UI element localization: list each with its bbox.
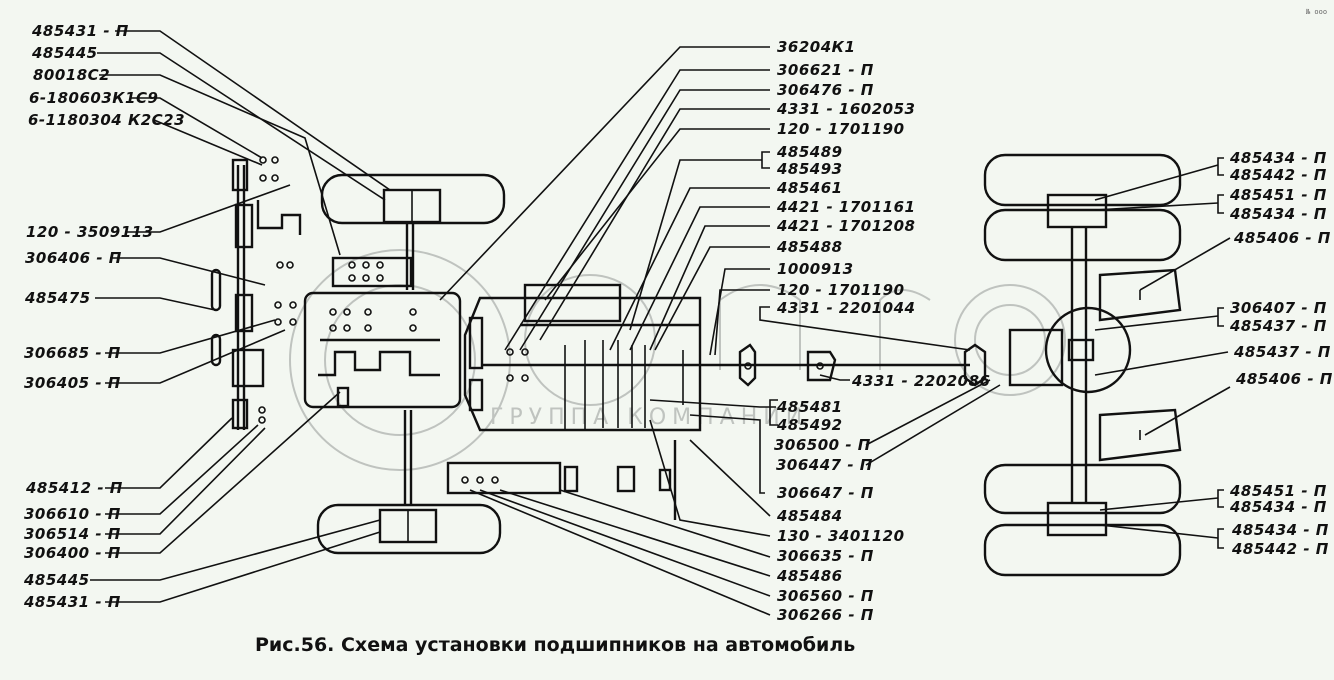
pulley-stack (210, 156, 302, 430)
watermark-text: ГРУППА КОМПАНИЙ (490, 404, 808, 430)
label: 306266 - П (777, 606, 874, 624)
label-brackets (761, 151, 1224, 549)
label: 306406 - П (25, 249, 122, 267)
shaft-supports (738, 343, 987, 387)
labels-center-bottom: 306647 - П 485484 130 - 3401120 306635 -… (776, 484, 905, 624)
label: 36204К1 (777, 38, 855, 56)
label: 306476 - П (777, 81, 874, 99)
label: 485406 - П (1235, 370, 1333, 388)
label: 120 - 1701190 (777, 281, 905, 299)
engine-block (303, 256, 462, 409)
label: 485437 - П (1233, 343, 1331, 361)
label: 485437 - П (1229, 317, 1327, 335)
leader-lines (90, 30, 1231, 616)
label: 4331 - 1602053 (776, 100, 915, 118)
label: 6-1180304 К2С23 (28, 111, 185, 129)
labels-center-top: 36204К1 306621 - П 306476 - П 4331 - 160… (776, 38, 915, 317)
labels-center-mid: 4331 - 2202086 485481 485492 306500 - П … (774, 372, 990, 474)
gearbox (463, 283, 970, 432)
label: 485475 (24, 289, 91, 307)
label: 80018С2 (33, 66, 110, 84)
watermark: ГРУППА КОМПАНИЙ (289, 249, 1066, 471)
label: 4421 - 1701161 (776, 198, 915, 216)
label: 6-180603К1С9 (29, 89, 158, 107)
label: 4331 - 2202086 (851, 372, 990, 390)
label: 485486 (776, 567, 843, 585)
label: 306400 - П (24, 544, 121, 562)
label: 306635 - П (777, 547, 874, 565)
label: 130 - 3401120 (777, 527, 905, 545)
labels-left: 485431 - П 485445 80018С2 6-180603К1С9 6… (23, 22, 185, 611)
label: 485445 (23, 571, 90, 589)
label: 306514 - П (24, 525, 121, 543)
label: 120 - 3509113 (26, 223, 154, 241)
label: 485493 (776, 160, 843, 178)
label: 306500 - П (774, 436, 871, 454)
label: 485461 (776, 179, 843, 197)
label: 485431 - П (31, 22, 129, 40)
label: 4331 - 2201044 (776, 299, 915, 317)
label: 485412 - П (25, 479, 123, 497)
label: 306685 - П (24, 344, 121, 362)
label: 485442 - П (1231, 540, 1329, 558)
label: 485481 (776, 398, 843, 416)
label: 1000913 (777, 260, 854, 278)
label: 485451 - П (1229, 186, 1327, 204)
label: 485489 (776, 143, 843, 161)
label: 306447 - П (776, 456, 873, 474)
label: 485488 (776, 238, 843, 256)
label: 485434 - П (1231, 521, 1329, 539)
label: 485492 (776, 416, 843, 434)
label: 485445 (31, 44, 98, 62)
rear-axle (983, 153, 1182, 577)
label: 120 - 1701190 (777, 120, 905, 138)
front-wheel-top (320, 173, 506, 290)
label: 306407 - П (1230, 299, 1327, 317)
label: 485434 - П (1229, 149, 1327, 167)
label: 485442 - П (1229, 166, 1327, 184)
label: 306560 - П (777, 587, 874, 605)
label: 306621 - П (777, 61, 874, 79)
label: 485484 (776, 507, 843, 525)
figure-caption: Рис.56. Схема установки подшипников на а… (255, 634, 855, 656)
corner-mark: № ооо (1305, 8, 1327, 16)
label: 306405 - П (24, 374, 121, 392)
gearbox-shafts (564, 340, 684, 430)
label: 485434 - П (1229, 498, 1327, 516)
label: 485434 - П (1229, 205, 1327, 223)
label: 485431 - П (23, 593, 121, 611)
label: 485451 - П (1229, 482, 1327, 500)
labels-right: 485434 - П 485442 - П 485451 - П 485434 … (1229, 149, 1333, 558)
front-wheel-bottom (316, 410, 502, 555)
label: 4421 - 1701208 (776, 217, 915, 235)
transfer-box (446, 440, 677, 520)
label: 306610 - П (24, 505, 121, 523)
label: 306647 - П (777, 484, 874, 502)
label: 485406 - П (1233, 229, 1331, 247)
